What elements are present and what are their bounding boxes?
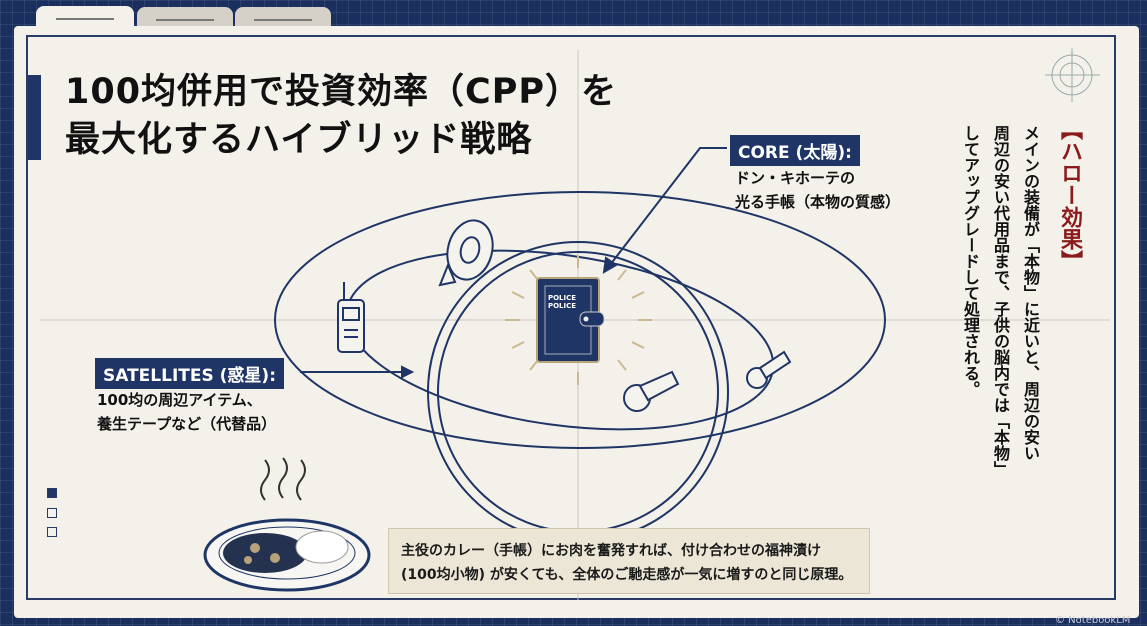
satellites-line-1: 100均の周辺アイテム、 (97, 391, 262, 409)
satellites-description: 100均の周辺アイテム、 養生テープなど（代替品） (97, 388, 276, 436)
curry-plate-icon (203, 457, 371, 592)
core-line-1: ドン・キホーテの (735, 169, 856, 187)
halo-col-1: メインの装備が「本物」に近いと、周辺の安い (1021, 125, 1040, 461)
slide-frame (26, 35, 1116, 600)
notebook-icon: POLICE POLICE (536, 277, 605, 363)
svg-text:POLICE: POLICE (548, 294, 576, 302)
glow-rays-icon (505, 255, 652, 385)
arrow-icon (300, 147, 727, 379)
orbit-outer (274, 191, 886, 449)
title-line-1: 100均併用で投資効率（CPP）を (65, 72, 618, 112)
crosshair-icon (1045, 48, 1100, 102)
halo-col-3: してアップグレードして処理される。 (961, 125, 980, 397)
page-indicator-active (47, 488, 57, 498)
caption-line-1: 主役のカレー（手帳）にお肉を奮発すれば、付け合わせの福神漬け (401, 543, 821, 559)
tape-icon (438, 219, 494, 287)
title-accent-bar (28, 75, 41, 160)
analogy-caption: 主役のカレー（手帳）にお肉を奮発すれば、付け合わせの福神漬け (100均小物) … (388, 528, 870, 594)
page-indicator (47, 527, 57, 537)
walkie-talkie-icon (337, 282, 365, 353)
watermark: © NotebookLM (1055, 615, 1131, 626)
core-line-2: 光る手帳（本物の質感） (735, 193, 901, 211)
title-line-2: 最大化するハイブリッド戦略 (65, 120, 533, 160)
page-indicator (47, 508, 57, 518)
halo-heading: 【ハロー効果】 (1057, 118, 1082, 272)
page-title: 100均併用で投資効率（CPP）を 最大化するハイブリッド戦略 (65, 68, 617, 164)
satellites-line-2: 養生テープなど（代替品） (97, 415, 277, 433)
core-label: CORE (太陽): (730, 135, 860, 166)
satellites-label: SATELLITES (惑星): (95, 358, 284, 389)
whistle-icon-2 (746, 350, 792, 389)
caption-line-2: (100均小物) が安くても、全体のご馳走感が一気に増すのと同じ原理。 (401, 567, 853, 583)
halo-col-2: 周辺の安い代用品まで、子供の脳内では「本物」 (991, 125, 1010, 477)
core-description: ドン・キホーテの 光る手帳（本物の質感） (735, 166, 900, 214)
whistle-icon (623, 370, 680, 412)
svg-text:POLICE: POLICE (548, 302, 576, 310)
